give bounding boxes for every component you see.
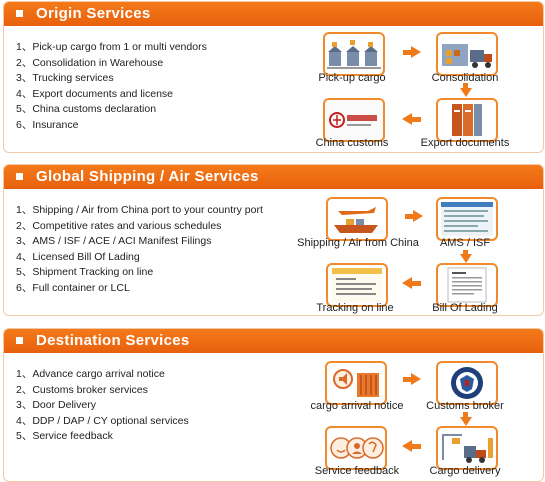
arrow-shaft	[411, 281, 421, 286]
right-arrow-icon	[413, 210, 423, 222]
shipping-air-icon	[326, 197, 388, 241]
list-item: 1、Shipping / Air from China port to your…	[16, 204, 263, 216]
section-title: Global Shipping / Air Services	[36, 168, 259, 185]
export-documents-caption: Export documents	[420, 137, 510, 149]
section-header: Global Shipping / Air Services	[4, 165, 543, 189]
service-feedback-caption: Service feedback	[314, 465, 400, 477]
service-list: 1、Advance cargo arrival notice 2、Customs…	[16, 367, 189, 445]
list-item: 5、China customs declaration	[16, 103, 157, 116]
down-arrow-icon	[460, 254, 472, 263]
arrow-shaft	[403, 377, 412, 382]
list-item: 3、AMS / ISF / ACE / ACI Manifest Filings	[16, 235, 212, 248]
china-customs-caption: China customs	[315, 137, 389, 149]
arrow-shaft	[411, 117, 421, 122]
arrow-shaft	[411, 444, 421, 449]
down-arrow-icon	[460, 417, 472, 426]
arrow-shaft	[463, 83, 468, 89]
cargo-arrival-notice-caption: cargo arrival notice	[310, 400, 404, 412]
right-arrow-icon	[411, 46, 421, 58]
list-item: 2、Customs broker services	[16, 383, 148, 396]
customs-broker-caption: Customs broker	[426, 400, 504, 412]
china-customs-icon	[323, 98, 385, 142]
list-item: 1、Advance cargo arrival notice	[16, 368, 165, 380]
down-arrow-icon	[460, 88, 472, 97]
consolidation-caption: Consolidation	[431, 72, 499, 84]
square-bullet-icon	[16, 337, 23, 344]
arrow-shaft	[405, 214, 414, 219]
cargo-delivery-caption: Cargo delivery	[429, 465, 501, 477]
pickup-cargo-icon	[323, 32, 385, 76]
list-item: 5、Shipment Tracking on line	[16, 266, 154, 279]
service-list: 1、Shipping / Air from China port to your…	[16, 203, 263, 297]
list-item: 5、Service feedback	[16, 430, 113, 443]
tracking-online-icon	[326, 263, 388, 307]
list-item: 1、Pick-up cargo from 1 or multi vendors	[16, 41, 207, 53]
section-title: Origin Services	[36, 5, 151, 22]
right-arrow-icon	[411, 373, 421, 385]
arrow-shaft	[463, 250, 468, 255]
origin-services-section: Origin Services 1、Pick-up cargo from 1 o…	[3, 1, 544, 153]
section-title: Destination Services	[36, 332, 190, 349]
ams-isf-caption: AMS / ISF	[439, 237, 491, 249]
pickup-cargo-caption: Pick-up cargo	[318, 72, 386, 84]
arrow-shaft	[403, 50, 412, 55]
service-feedback-icon	[325, 426, 387, 470]
bill-of-lading-icon	[436, 263, 498, 307]
left-arrow-icon	[402, 113, 412, 125]
global-shipping-section: Global Shipping / Air Services 1、Shippin…	[3, 164, 544, 316]
list-item: 3、Trucking services	[16, 72, 114, 85]
list-item: 4、Export documents and license	[16, 87, 174, 100]
list-item: 6、Insurance	[16, 118, 79, 131]
left-arrow-icon	[402, 440, 412, 452]
export-documents-icon	[436, 98, 498, 142]
list-item: 2、Consolidation in Warehouse	[16, 56, 164, 69]
list-item: 6、Full container or LCL	[16, 281, 130, 294]
consolidation-icon	[436, 32, 498, 76]
section-header: Destination Services	[4, 329, 543, 353]
bill-of-lading-caption: Bill Of Lading	[432, 302, 498, 314]
list-item: 3、Door Delivery	[16, 399, 96, 412]
destination-services-section: Destination Services 1、Advance cargo arr…	[3, 328, 544, 482]
square-bullet-icon	[16, 10, 23, 17]
list-item: 4、DDP / DAP / CY optional services	[16, 414, 189, 427]
cargo-arrival-notice-icon	[325, 361, 387, 405]
list-item: 4、Licensed Bill Of Lading	[16, 250, 140, 263]
section-header: Origin Services	[4, 2, 543, 26]
shipping-air-caption: Shipping / Air from China	[297, 237, 419, 249]
square-bullet-icon	[16, 173, 23, 180]
service-list: 1、Pick-up cargo from 1 or multi vendors …	[16, 40, 207, 134]
cargo-delivery-icon	[436, 426, 498, 470]
ams-isf-icon	[436, 197, 498, 241]
tracking-online-caption: Tracking on line	[316, 302, 394, 314]
list-item: 2、Competitive rates and various schedule…	[16, 219, 222, 232]
arrow-shaft	[463, 412, 468, 418]
customs-broker-icon	[436, 361, 498, 405]
left-arrow-icon	[402, 277, 412, 289]
